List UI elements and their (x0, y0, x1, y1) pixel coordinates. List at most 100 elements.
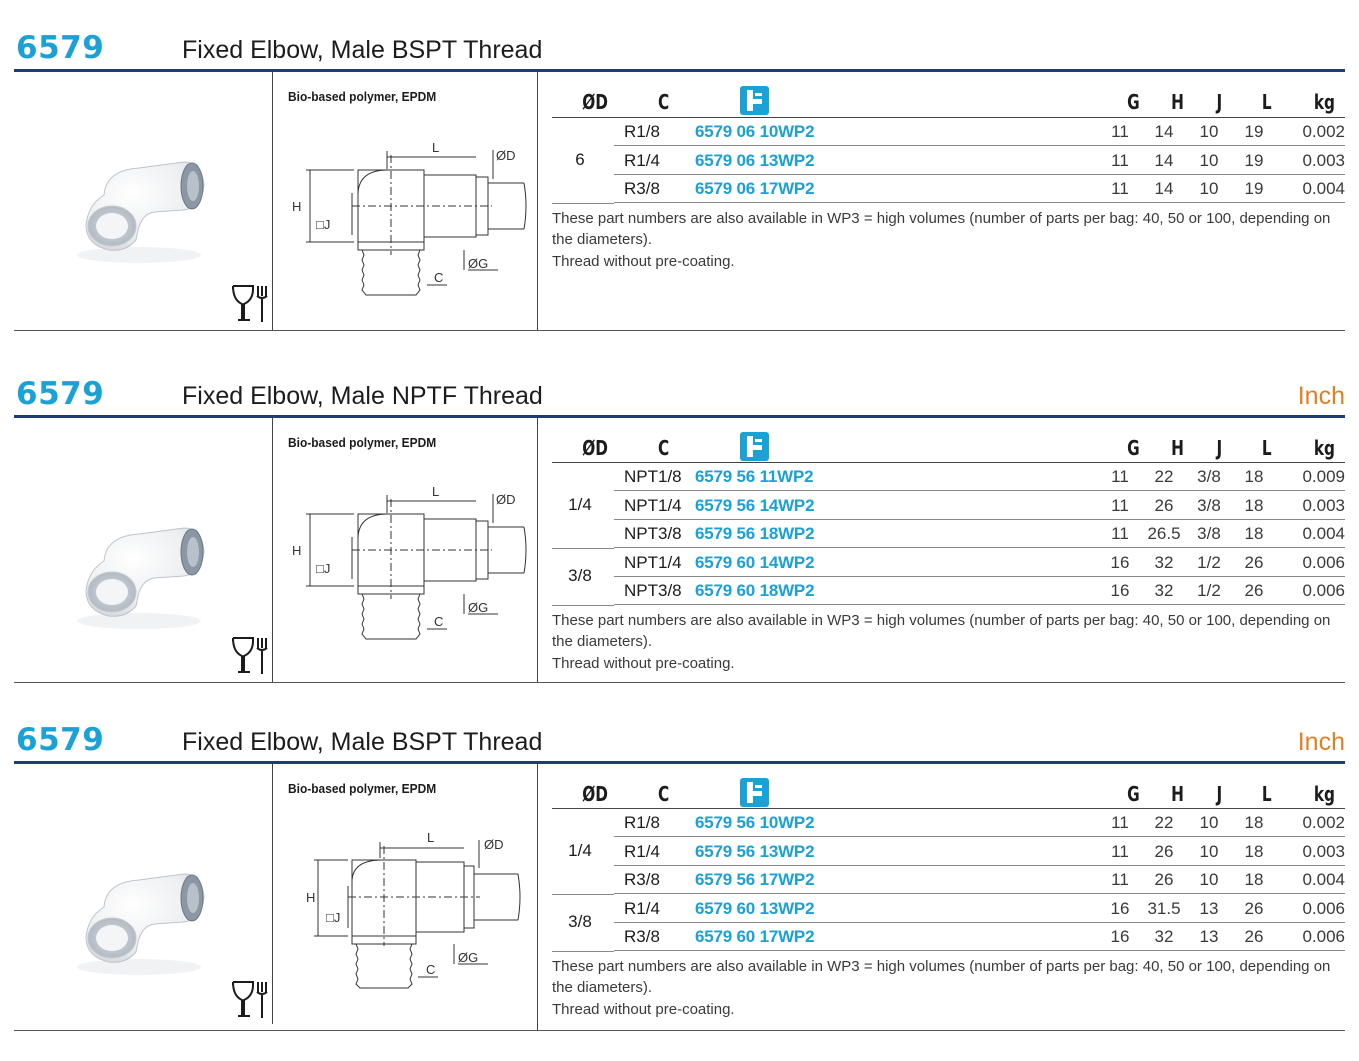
group-divider (552, 202, 614, 204)
column-divider (537, 764, 538, 1030)
cell-c: NPT3/8 (624, 524, 682, 543)
note-line: Thread without pre-coating. (552, 252, 735, 270)
dimension-drawing: L ØD H □J ØG C (292, 484, 527, 640)
cell-l: 26 (1244, 552, 1264, 572)
dim-label-od: ØD (484, 837, 504, 852)
cell-l: 26 (1244, 898, 1264, 918)
part-number-icon (740, 86, 769, 115)
cell-h: 22 (1154, 467, 1174, 486)
dim-label-g: ØG (468, 256, 488, 271)
col-kg: kg (1313, 782, 1335, 806)
col-l: L (1261, 436, 1272, 460)
cell-h: 32 (1154, 552, 1174, 572)
row-divider (614, 604, 1345, 605)
col-j: J (1216, 436, 1223, 460)
group-divider (552, 893, 614, 895)
cell-od: 3/8 (568, 912, 592, 931)
part-number-link[interactable]: 6579 06 17WP2 (695, 179, 815, 198)
product-section-1: 6579 Fixed Elbow, Male BSPT Thread (14, 30, 1345, 332)
product-title: Fixed Elbow, Male BSPT Thread (182, 728, 543, 756)
cell-j: 3/8 (1197, 467, 1221, 486)
dim-label-od: ØD (496, 492, 516, 507)
cell-od: 6 (575, 149, 585, 169)
section-bottom-rule (14, 1030, 1345, 1031)
part-number-link[interactable]: 6579 60 14WP2 (695, 552, 815, 572)
column-divider (272, 72, 273, 330)
cell-kg: 0.002 (1302, 122, 1345, 141)
section-header: 6579 Fixed Elbow, Male NPTF Thread Inch (14, 376, 1345, 416)
cell-j: 1/2 (1197, 552, 1221, 572)
dim-label-h: H (292, 543, 301, 558)
cell-c: R1/4 (624, 841, 660, 861)
product-photo (64, 852, 214, 987)
col-g: G (1127, 782, 1140, 806)
cell-kg: 0.006 (1302, 927, 1345, 946)
dim-label-g: ØG (468, 600, 488, 615)
cell-g: 16 (1110, 552, 1130, 572)
section-bottom-rule (14, 330, 1345, 331)
column-divider (537, 418, 538, 682)
part-number-link[interactable]: 6579 56 13WP2 (695, 841, 815, 861)
cell-kg: 0.004 (1302, 179, 1345, 198)
food-safe-icon (230, 634, 270, 681)
part-number-link[interactable]: 6579 56 17WP2 (695, 870, 815, 889)
cell-c: NPT3/8 (624, 581, 682, 600)
cell-g: 11 (1111, 813, 1129, 832)
cell-l: 19 (1244, 150, 1264, 170)
part-number-link[interactable]: 6579 56 18WP2 (695, 524, 815, 543)
cell-l: 18 (1244, 467, 1264, 486)
cell-g: 16 (1110, 898, 1130, 918)
cell-kg: 0.003 (1302, 841, 1345, 861)
table-notes: These part numbers are also available in… (552, 956, 1345, 1021)
note-line: Thread without pre-coating. (552, 1000, 735, 1018)
col-g: G (1127, 90, 1140, 114)
col-kg: kg (1313, 90, 1335, 114)
table-notes: These part numbers are also available in… (552, 208, 1345, 273)
cell-l: 18 (1244, 841, 1264, 861)
unit-label: Inch (1297, 382, 1345, 410)
row-divider (614, 836, 1345, 837)
product-title: Fixed Elbow, Male BSPT Thread (182, 36, 543, 64)
part-number-link[interactable]: 6579 60 17WP2 (695, 927, 815, 946)
cell-h: 14 (1154, 179, 1174, 198)
dim-label-od: ØD (496, 148, 516, 163)
column-divider (272, 418, 273, 682)
cell-kg: 0.002 (1302, 813, 1345, 832)
part-number-link[interactable]: 6579 56 10WP2 (695, 813, 815, 832)
cell-g: 11 (1111, 179, 1129, 198)
cell-c: R3/8 (624, 179, 660, 198)
product-section-3: 6579 Fixed Elbow, Male BSPT Thread Inch (14, 722, 1345, 1034)
cell-j: 10 (1199, 150, 1219, 170)
part-number-link[interactable]: 6579 06 10WP2 (695, 122, 815, 141)
row-divider (614, 490, 1345, 491)
cell-j: 10 (1199, 813, 1219, 832)
part-number-link[interactable]: 6579 56 14WP2 (695, 495, 815, 515)
col-c: C (657, 436, 670, 460)
section-top-rule (14, 415, 1345, 418)
col-h: H (1171, 90, 1184, 114)
part-number-link[interactable]: 6579 06 13WP2 (695, 150, 815, 170)
part-number-link[interactable]: 6579 60 13WP2 (695, 898, 815, 918)
part-number-icon (740, 432, 769, 461)
product-code: 6579 (16, 376, 105, 412)
cell-j: 1/2 (1197, 581, 1221, 600)
cell-j: 3/8 (1197, 524, 1221, 543)
part-number-link[interactable]: 6579 60 18WP2 (695, 581, 815, 600)
cell-h: 22 (1154, 813, 1174, 832)
dim-label-g: ØG (458, 950, 478, 965)
dim-label-h: H (292, 199, 301, 214)
part-number-icon (740, 778, 769, 807)
table-header-rule (552, 117, 1345, 118)
cell-c: R1/4 (624, 150, 660, 170)
cell-kg: 0.004 (1302, 870, 1345, 889)
note-line: Thread without pre-coating. (552, 654, 735, 672)
cell-c: R1/8 (624, 122, 660, 141)
material-label: Bio-based polymer, EPDM (288, 781, 437, 796)
section-header: 6579 Fixed Elbow, Male BSPT Thread (14, 30, 1345, 70)
part-number-link[interactable]: 6579 56 11WP2 (695, 467, 814, 486)
